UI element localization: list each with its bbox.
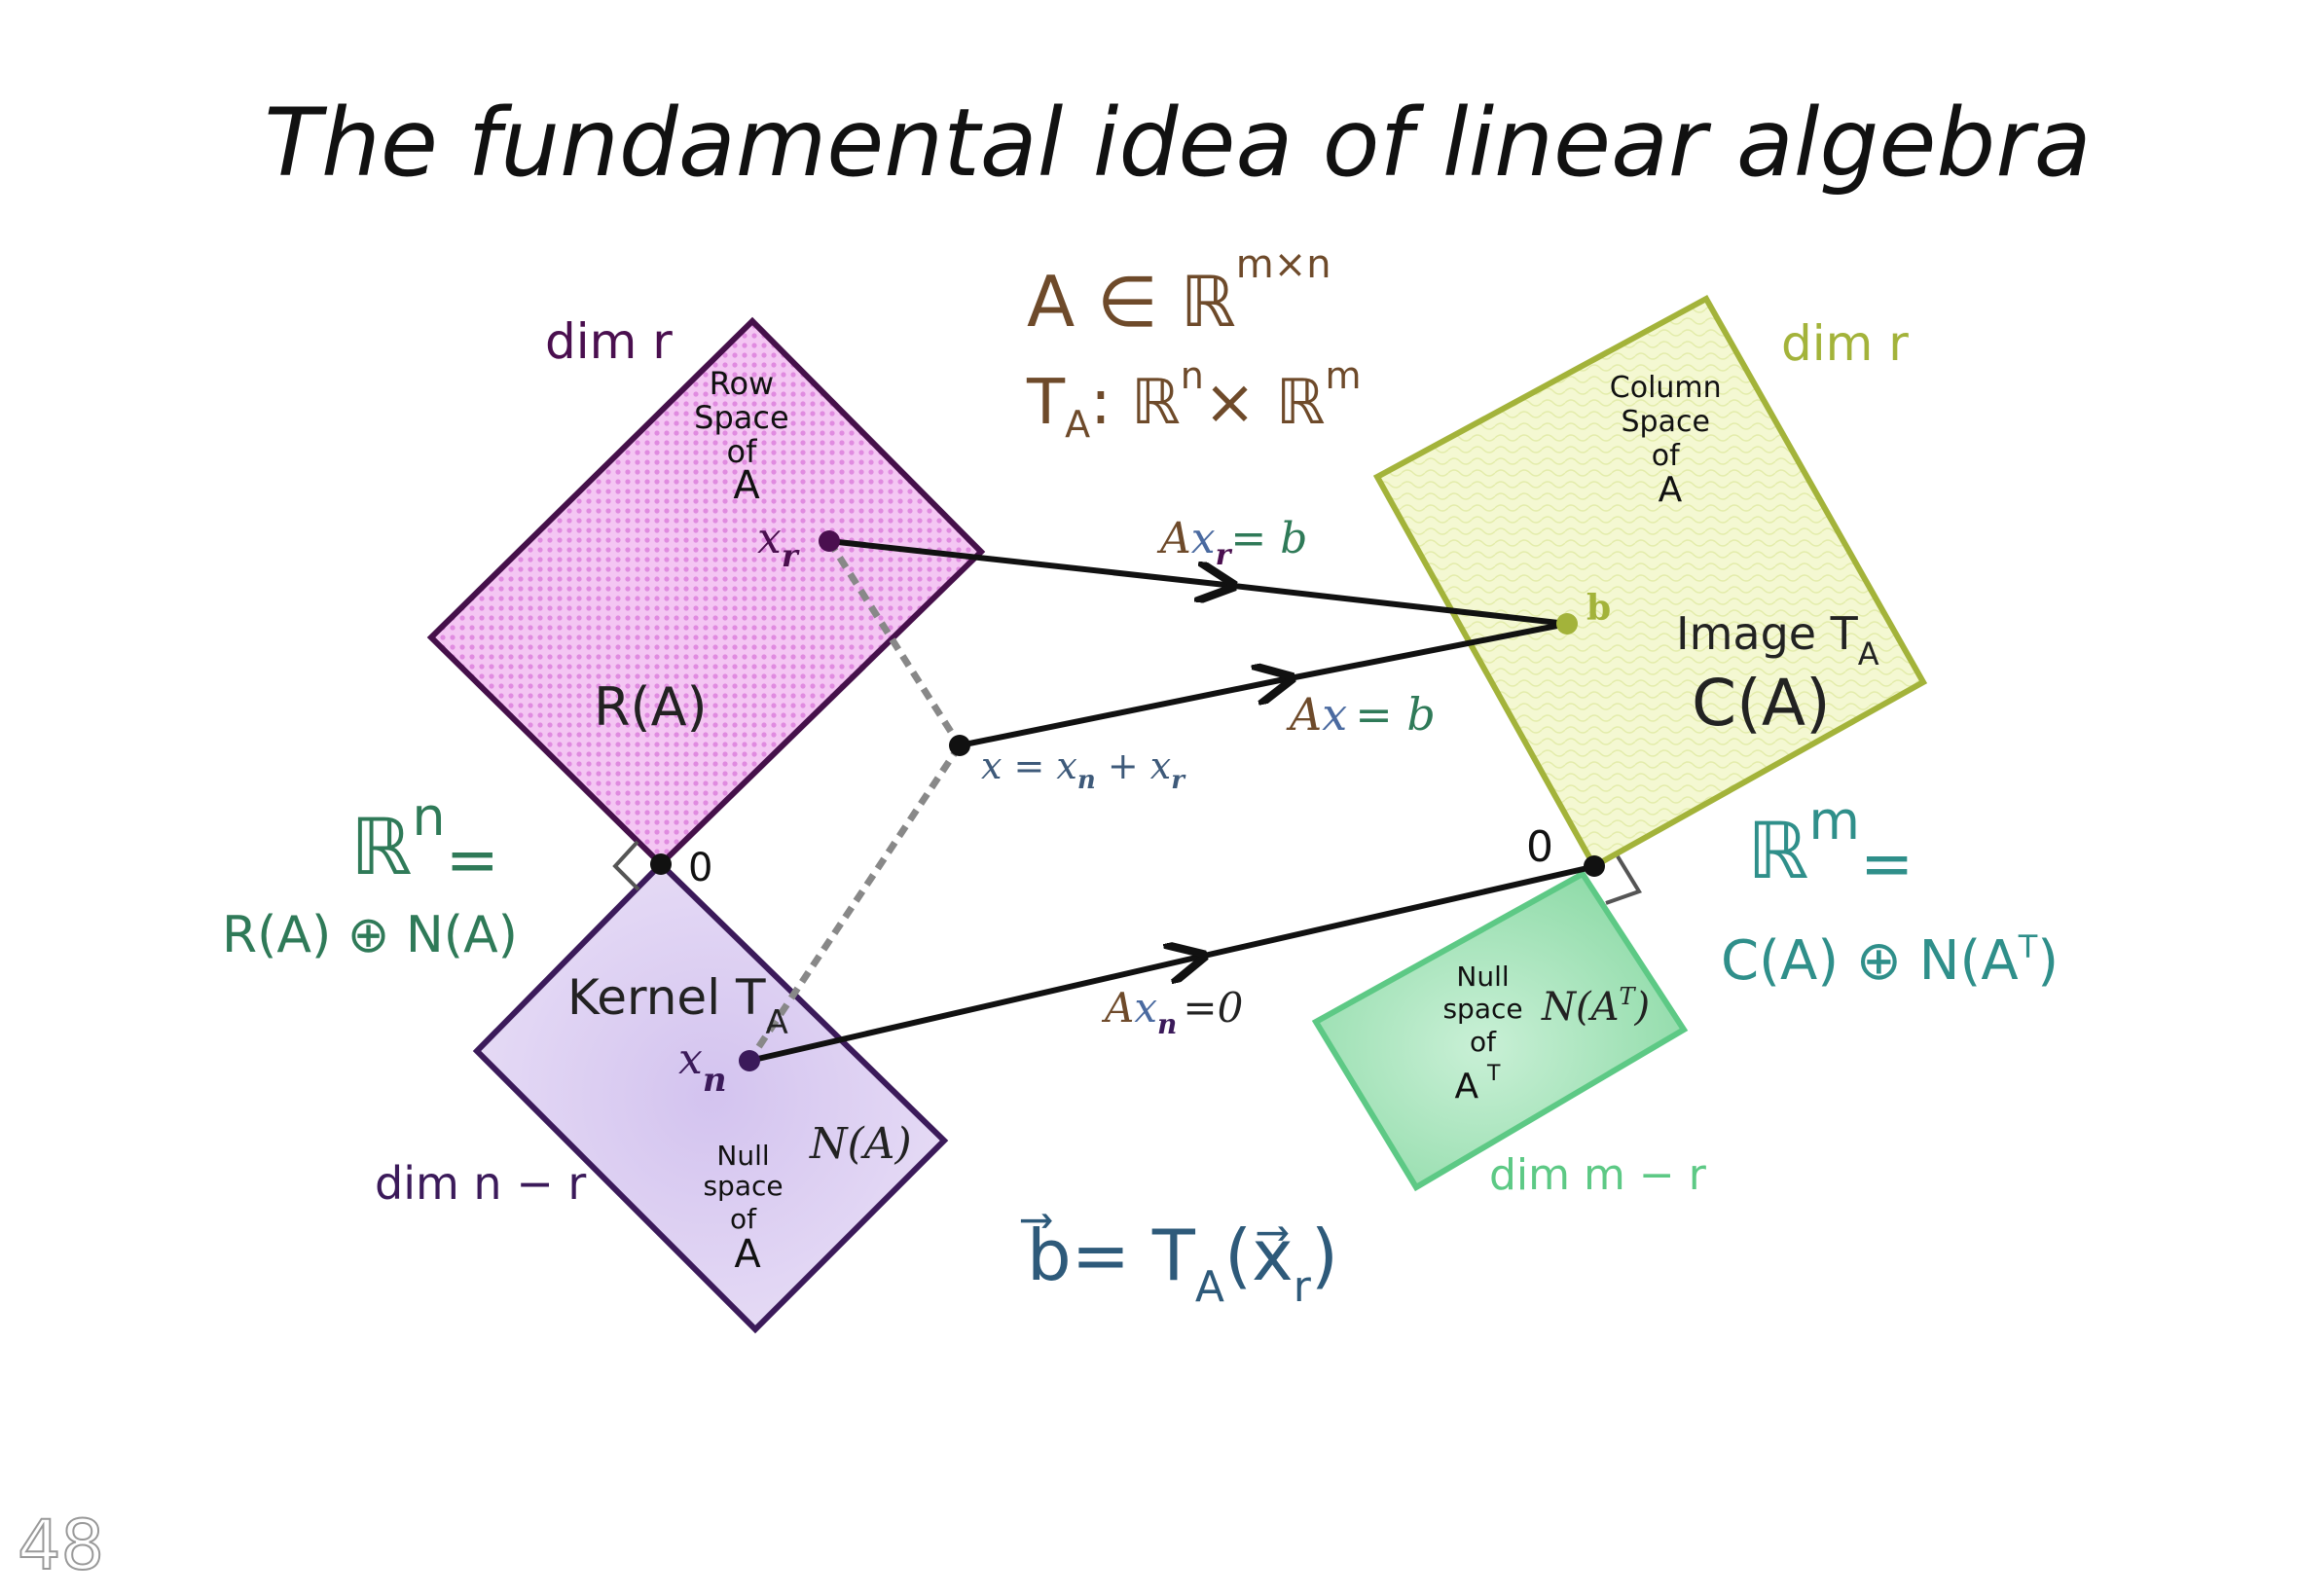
domain-space: ℝn= <box>350 786 499 897</box>
arrow-x-label: Ax= b <box>1286 688 1436 741</box>
right-angle-marker-codomain <box>1605 854 1642 905</box>
left-null-space-name: Null space of A T <box>1442 961 1531 1106</box>
page-number: 48 <box>18 1505 104 1585</box>
row-space-dim: dim r <box>545 313 673 370</box>
null-space-dim: dim n − r <box>375 1157 586 1210</box>
point-x <box>949 735 970 756</box>
arrow-xr-to-b <box>828 538 1568 627</box>
domain-decomposition: R(A) ⊕ N(A) <box>222 906 518 964</box>
b-label: b <box>1586 588 1611 629</box>
left-null-space-symbol: N(AT) <box>1541 983 1650 1030</box>
null-space-region <box>472 859 949 1334</box>
point-xr <box>819 530 840 552</box>
arrow-sum-label: x = xn + xr <box>981 744 1186 795</box>
null-space-symbol: N(A) <box>809 1119 912 1169</box>
arrow-xn-label: Axn=0 <box>1101 984 1243 1040</box>
point-xn <box>739 1050 760 1071</box>
left-null-space-dim: dim m − r <box>1489 1150 1707 1200</box>
column-space-region <box>1372 294 1928 871</box>
row-space-symbol: R(A) <box>594 676 708 738</box>
left-null-space-region <box>1311 870 1689 1192</box>
column-space-dim: dim r <box>1781 315 1909 372</box>
row-space-name: Row Space of A <box>694 365 799 508</box>
domain-origin: 0 <box>688 846 712 890</box>
column-space-symbol: C(A) <box>1692 666 1831 741</box>
matrix-membership: A ∈ ℝm×n <box>1027 242 1331 343</box>
point-b <box>1556 613 1578 635</box>
codomain-origin: 0 <box>1526 822 1553 872</box>
xr-decomposition-dash <box>826 539 963 747</box>
bottom-equation: b⃗= TA(x⃗r) <box>1021 1214 1338 1312</box>
page-title: The fundamental idea of linear algebra <box>264 89 2091 198</box>
origin-codomain-point <box>1584 855 1605 877</box>
arrow-xn-to-zero <box>748 863 1597 1064</box>
right-angle-marker-domain <box>612 840 640 891</box>
origin-domain-point <box>650 853 672 875</box>
xr-label: xr <box>757 514 800 574</box>
codomain-decomposition: C(A) ⊕ N(AT) <box>1721 928 2059 993</box>
image-label: Image TA <box>1676 607 1879 672</box>
null-space-name: Null space of A <box>703 1140 791 1277</box>
linear-map-definition: TA: ℝn× ℝm <box>1026 354 1361 446</box>
null-space-kernel: Kernel TA <box>567 969 788 1042</box>
column-space-name: Column Space of A <box>1610 371 1731 510</box>
arrow-x-to-b <box>959 621 1568 748</box>
codomain-space: ℝm= <box>1747 790 1914 901</box>
arrow-xr-label: Axr= b <box>1156 514 1307 572</box>
xn-decomposition-dash <box>747 744 963 1063</box>
xn-label: xn <box>678 1034 727 1100</box>
